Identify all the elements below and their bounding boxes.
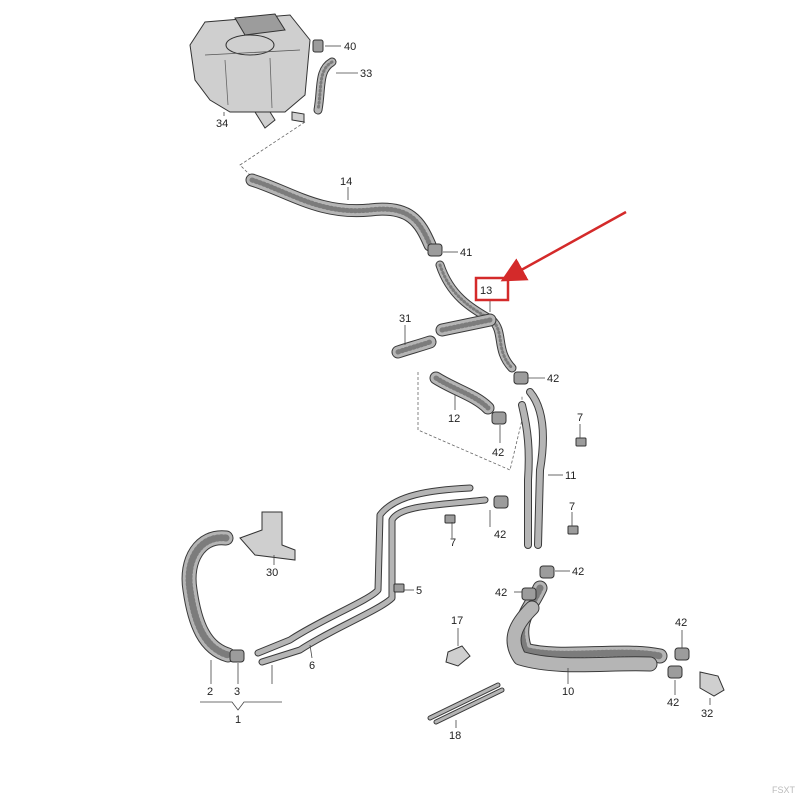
bolt-7-a [575, 437, 587, 447]
callout-33: 33 [360, 68, 372, 80]
callout-2: 2 [207, 686, 213, 698]
hose-2 [181, 530, 236, 663]
pipe-6 [254, 484, 489, 666]
clamp-42-lower-a [539, 565, 555, 579]
clamp-42-mid [493, 495, 509, 509]
hose-33 [313, 57, 337, 115]
hose-31 [391, 335, 437, 359]
callout-42-a: 42 [547, 373, 559, 385]
hose-14 [245, 173, 437, 252]
callout-18: 18 [449, 730, 461, 742]
callout-7-c: 7 [450, 537, 456, 549]
clamp-42-lower-b [521, 587, 537, 601]
flange-30 [239, 511, 296, 561]
connector-32 [699, 671, 725, 697]
callout-10: 10 [562, 686, 574, 698]
callout-31: 31 [399, 313, 411, 325]
callout-32: 32 [701, 708, 713, 720]
pipe-11 [518, 388, 547, 549]
callout-12: 12 [448, 413, 460, 425]
callout-40: 40 [344, 41, 356, 53]
expansion-tank [189, 13, 311, 129]
callout-labels: 40 33 34 14 41 13 31 42 12 42 7 11 7 42 … [207, 41, 713, 742]
callout-7-b: 7 [569, 501, 575, 513]
leader-lines [200, 45, 711, 728]
watermark: FSXT [772, 785, 796, 795]
bolt-7-c [444, 514, 456, 524]
callout-41: 41 [460, 247, 472, 259]
callout-13: 13 [480, 285, 492, 297]
hose-12 [429, 371, 495, 415]
bolt-5 [393, 583, 405, 593]
callout-7-a: 7 [577, 412, 583, 424]
cable-tie-18 [427, 682, 505, 725]
callout-1: 1 [235, 714, 241, 726]
callout-42-f: 42 [675, 617, 687, 629]
callout-14: 14 [340, 176, 352, 188]
clamp-42-right-b [667, 665, 683, 679]
bolt-7-b [567, 525, 579, 535]
callout-42-d: 42 [572, 566, 584, 578]
callout-42-e: 42 [495, 587, 507, 599]
callout-3: 3 [234, 686, 240, 698]
callout-30: 30 [266, 567, 278, 579]
clip-17 [445, 645, 471, 667]
callout-17: 17 [451, 615, 463, 627]
connection-line-tank [239, 121, 306, 181]
clamp-42-hose12 [491, 411, 507, 425]
clamp-42-upper [513, 371, 529, 385]
callout-42-c: 42 [494, 529, 506, 541]
callout-5: 5 [416, 585, 422, 597]
callout-6: 6 [309, 660, 315, 672]
callout-42-g: 42 [667, 697, 679, 709]
highlight-box [474, 276, 510, 302]
callout-11: 11 [565, 470, 576, 482]
clamp-41 [427, 243, 443, 257]
clamp-3 [229, 649, 245, 663]
highlight-annotation [474, 210, 627, 302]
hose-13 [435, 260, 517, 373]
hose-10 [506, 580, 668, 673]
highlight-arrow [500, 210, 627, 282]
callout-34: 34 [216, 118, 228, 130]
clamp-40 [312, 39, 324, 53]
clamp-42-right-a [674, 647, 690, 661]
callout-42-b: 42 [492, 447, 504, 459]
